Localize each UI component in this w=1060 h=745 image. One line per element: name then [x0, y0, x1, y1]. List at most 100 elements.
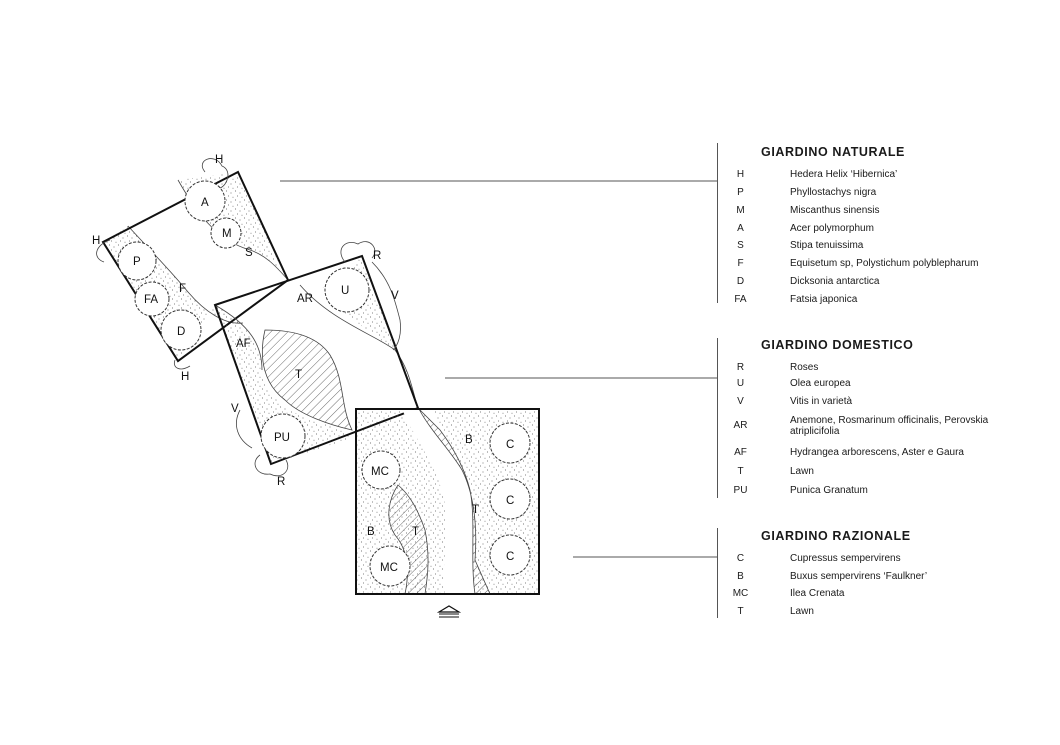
domestic-stipple-left	[215, 305, 355, 464]
legend-code: P	[737, 187, 744, 198]
tree-fatsia	[134, 281, 170, 317]
tree-punica	[260, 413, 306, 459]
label-c-3: C	[506, 551, 514, 563]
legend-domestico: GIARDINO DOMESTICO R Roses U Olea europe…	[717, 338, 1048, 498]
label-c-2: C	[506, 495, 514, 507]
domestic-lawn	[262, 329, 353, 431]
label-af: AF	[236, 338, 251, 350]
ivy-scribble-bottom	[173, 359, 191, 370]
legend-species: Vitis in varietà	[790, 396, 853, 407]
legend-code: T	[737, 606, 744, 617]
legend-naturale: GIARDINO NATURALE H Hedera Helix ‘Hibern…	[717, 143, 1048, 305]
legend-code: FA	[734, 294, 747, 305]
legend-species: Punica Granatum	[790, 485, 868, 496]
legend-code: V	[737, 396, 744, 407]
legend-species: Anemone, Rosmarinum officinalis, Perovsk…	[790, 415, 989, 437]
label-t: T	[295, 369, 302, 381]
legend-species: Ilea Crenata	[790, 588, 845, 599]
tree-cupressus-1	[489, 422, 531, 464]
legend-code: A	[737, 223, 744, 234]
label-ar: AR	[297, 293, 313, 305]
label-u: U	[341, 285, 349, 297]
label-p: P	[133, 256, 141, 268]
label-s: S	[245, 247, 253, 259]
tree-ilex-2	[369, 545, 411, 587]
legend-code: H	[736, 169, 745, 180]
legend-species: Acer polymorphum	[790, 223, 874, 234]
legend-species: Hedera Helix ‘Hibernica’	[790, 169, 898, 180]
rose-scribble-top	[340, 241, 376, 263]
legend-razionale-title: GIARDINO RAZIONALE	[761, 529, 911, 543]
legend-code: U	[736, 378, 745, 389]
legend-species: Olea europea	[790, 378, 851, 389]
label-v-left: V	[231, 403, 239, 415]
tree-dicksonia	[160, 309, 202, 351]
label-mc-1: MC	[371, 466, 389, 478]
legend-species: Lawn	[790, 466, 814, 477]
legend-code: F	[737, 258, 744, 269]
legend-code: MC	[732, 588, 749, 599]
label-h-top: H	[215, 154, 223, 166]
label-mc-2: MC	[380, 562, 398, 574]
label-fa: FA	[144, 294, 158, 306]
legend-species: Stipa tenuissima	[790, 240, 864, 251]
legend-species: Dicksonia antarctica	[790, 276, 880, 287]
label-c-1: C	[506, 439, 514, 451]
label-b-left: B	[367, 526, 375, 538]
legend-species: Phyllostachys nigra	[790, 187, 877, 198]
label-r-top: R	[373, 250, 381, 262]
label-m: M	[222, 228, 232, 240]
label-v-right: V	[391, 290, 399, 302]
legend-code: M	[736, 205, 745, 216]
legend-code: S	[737, 240, 744, 251]
legend-species: Cupressus sempervirens	[790, 553, 901, 564]
legend-code: D	[736, 276, 745, 287]
legend-species: Roses	[790, 362, 819, 373]
tree-miscanthus	[210, 217, 242, 249]
label-pu: PU	[274, 432, 290, 444]
tree-cupressus-2	[489, 478, 531, 520]
tree-cupressus-3	[489, 534, 531, 576]
vine-scribble-left	[236, 409, 253, 449]
legend-code: AF	[734, 447, 747, 458]
tree-ilex-1	[361, 450, 401, 490]
legend-code: T	[737, 466, 744, 477]
label-d: D	[177, 326, 185, 338]
label-t-left: T	[412, 526, 419, 538]
ivy-scribble-left	[96, 239, 111, 263]
label-f: F	[179, 283, 186, 295]
rose-scribble-bottom	[254, 454, 289, 477]
tree-phyllostachys	[117, 241, 157, 281]
legend-code: R	[736, 362, 745, 373]
domestic-path-edge-2	[299, 284, 419, 409]
giardino-razionale-plan: B B C C C MC MC T T	[355, 408, 540, 595]
label-h-bottom: H	[181, 371, 189, 383]
ivy-scribble-top	[202, 158, 229, 189]
legend-razionale: GIARDINO RAZIONALE C Cupressus sempervir…	[717, 528, 1048, 618]
legend-code: B	[737, 571, 744, 582]
rational-garden-border	[355, 408, 540, 595]
legend-species: Equisetum sp, Polystichum polyblepharum	[790, 258, 979, 269]
legend-species: Miscanthus sinensis	[790, 205, 880, 216]
legend-species: Fatsia japonica	[790, 294, 858, 305]
domestic-path-edge	[214, 304, 263, 371]
legend-code: C	[736, 553, 745, 564]
legend-species: Lawn	[790, 606, 814, 617]
legend-domestico-title: GIARDINO DOMESTICO	[761, 338, 914, 352]
label-b-right: B	[465, 434, 473, 446]
vine-scribble-right	[371, 261, 401, 351]
tree-olea	[324, 267, 370, 313]
giardino-domestico-plan: R R V V AR U AF T PU	[213, 241, 420, 488]
label-t-right: T	[472, 504, 479, 516]
giardino-naturale-plan: H H H A M S P FA F D	[92, 154, 290, 383]
legend-species: Hydrangea arborescens, Aster e Gaura	[790, 447, 964, 458]
rational-path	[402, 409, 475, 594]
legend-species: Buxus sempervirens ‘Faulkner’	[790, 571, 928, 582]
tree-acer	[184, 180, 226, 222]
label-h-left: H	[92, 235, 100, 247]
label-r-bottom: R	[277, 476, 285, 488]
label-a: A	[201, 197, 209, 209]
entrance-symbol	[436, 605, 462, 618]
legend-code: PU	[733, 485, 748, 496]
